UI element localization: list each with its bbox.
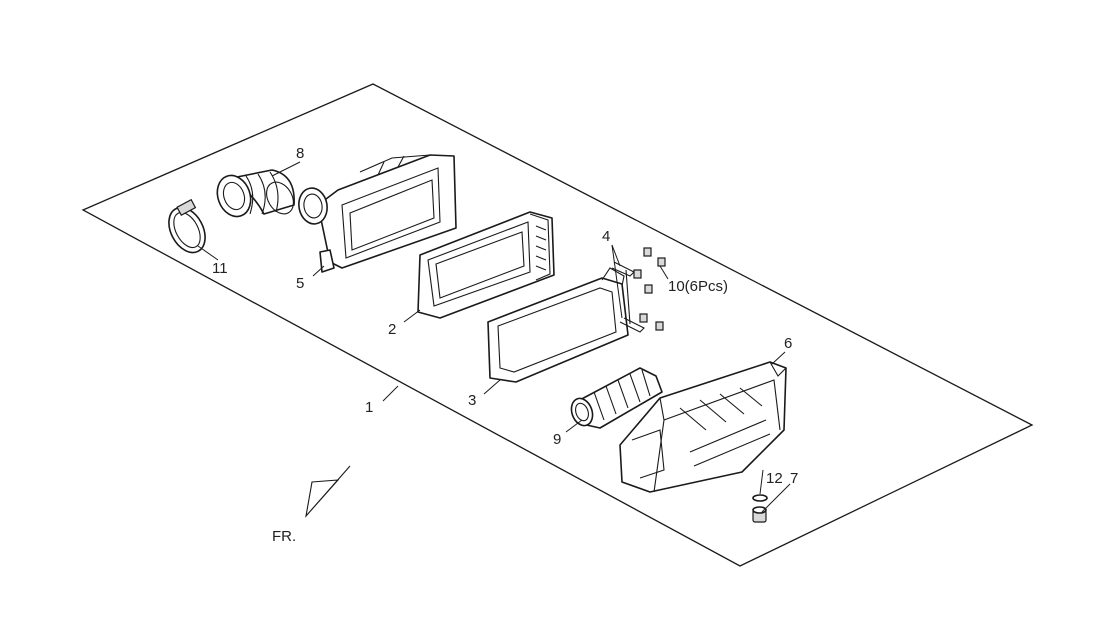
label-part-7: 7: [790, 470, 798, 487]
label-part-12: 12: [766, 470, 783, 487]
part-4-clips: [611, 261, 645, 333]
label-part-6: 6: [784, 335, 792, 352]
part-7-drain-plug: [752, 506, 767, 523]
part-6-airbox-cover: [619, 361, 787, 493]
callout-labels: 1 2 3 4 5 6 7 8 9 10(6Pcs) 11 12 FR.: [212, 145, 798, 545]
label-part-8: 8: [296, 145, 304, 162]
part-12-drain-washer: [752, 494, 768, 502]
part-9-intake-duct: [570, 367, 663, 429]
label-part-2: 2: [388, 321, 396, 338]
label-part-11: 11: [212, 260, 228, 277]
front-direction-arrow: [305, 465, 351, 518]
part-3-filter-frame: [487, 267, 629, 383]
label-part-10: 10(6Pcs): [668, 278, 728, 295]
part-8-intake-hose: [216, 169, 295, 218]
label-front: FR.: [272, 528, 296, 545]
label-part-9: 9: [553, 431, 561, 448]
label-part-1: 1: [365, 399, 373, 416]
label-part-5: 5: [296, 275, 304, 292]
part-11-hose-clamp: [168, 198, 206, 254]
leader-lines: [197, 161, 791, 513]
label-part-4: 4: [602, 228, 610, 245]
part-10-screws: [633, 247, 666, 331]
label-part-3: 3: [468, 392, 476, 409]
assembly-boundary: [81, 83, 1034, 567]
